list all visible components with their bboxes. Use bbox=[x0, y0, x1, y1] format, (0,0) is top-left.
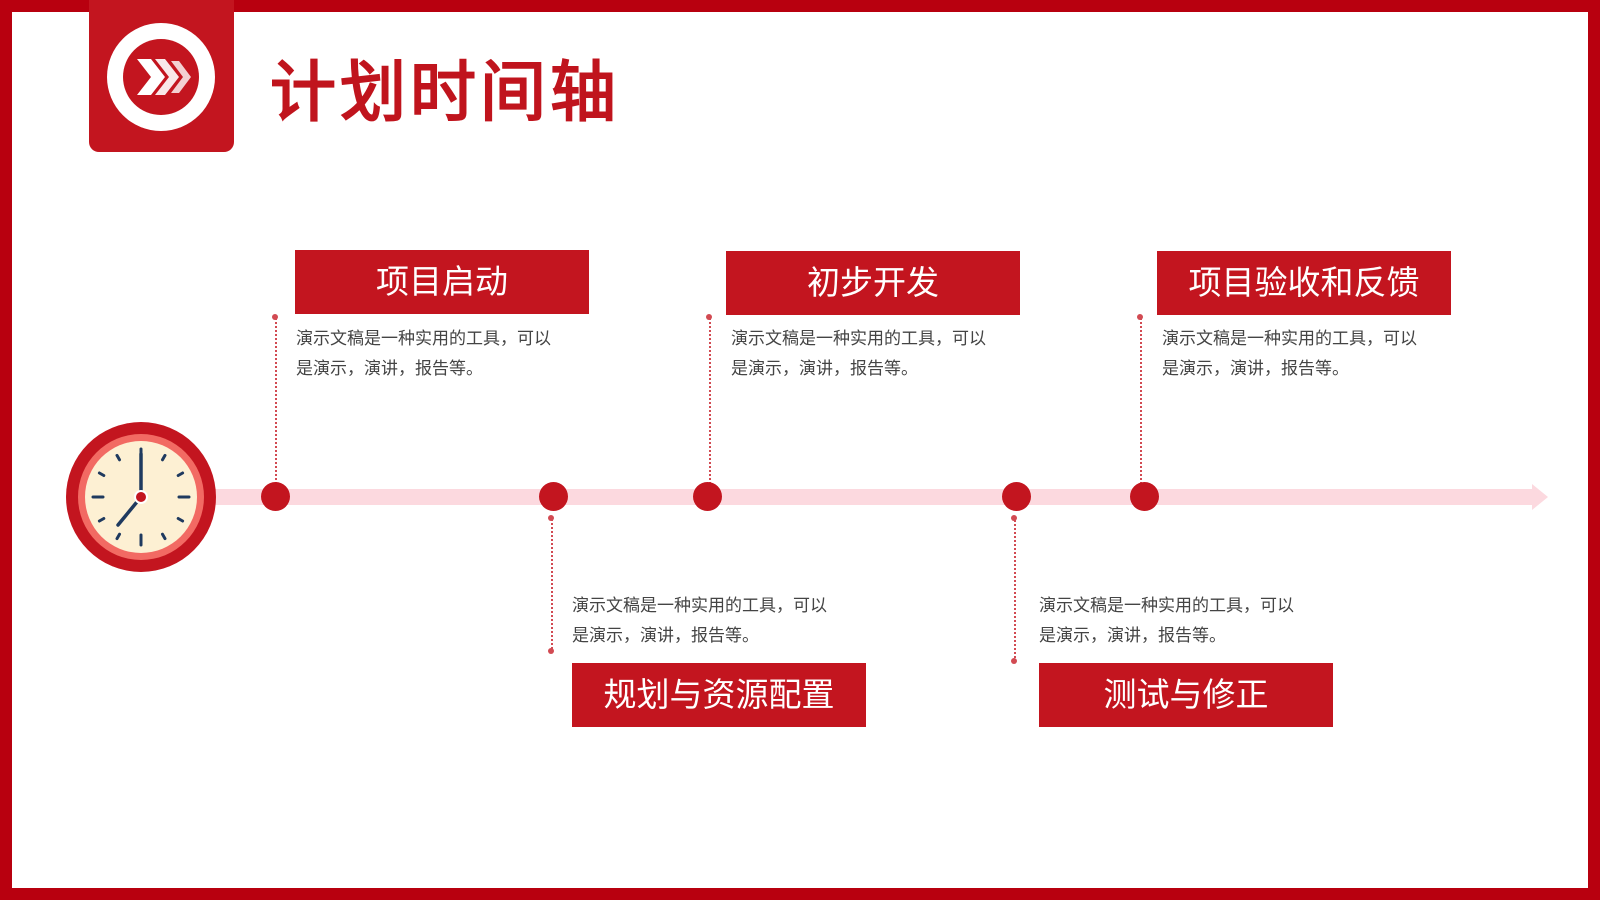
logo-tab bbox=[89, 0, 234, 152]
timeline-node bbox=[693, 482, 722, 511]
connector-line bbox=[275, 318, 277, 488]
milestone-label: 项目验收和反馈 bbox=[1157, 251, 1451, 315]
milestone-label: 规划与资源配置 bbox=[572, 663, 866, 727]
connector-line bbox=[1014, 516, 1016, 662]
milestone-description: 演示文稿是一种实用的工具，可以 是演示，演讲，报告等。 bbox=[731, 329, 986, 379]
clock-icon bbox=[66, 422, 216, 572]
connector-dot bbox=[1011, 515, 1017, 521]
connector-dot bbox=[706, 314, 712, 320]
milestone-description: 演示文稿是一种实用的工具，可以 是演示，演讲，报告等。 bbox=[1039, 596, 1294, 646]
connector-line bbox=[709, 318, 711, 488]
connector-dot bbox=[1011, 658, 1017, 664]
connector-dot bbox=[548, 515, 554, 521]
chevron-right-icon bbox=[107, 23, 215, 131]
timeline-node bbox=[261, 482, 290, 511]
milestone-label: 初步开发 bbox=[726, 251, 1020, 315]
milestone-description: 演示文稿是一种实用的工具，可以 是演示，演讲，报告等。 bbox=[296, 329, 551, 379]
milestone-label: 项目启动 bbox=[295, 250, 589, 314]
timeline-arrow-icon bbox=[1532, 484, 1548, 510]
connector-dot bbox=[548, 648, 554, 654]
connector-dot bbox=[1137, 314, 1143, 320]
milestone-description: 演示文稿是一种实用的工具，可以 是演示，演讲，报告等。 bbox=[572, 596, 827, 646]
timeline-node bbox=[1002, 482, 1031, 511]
timeline-node bbox=[1130, 482, 1159, 511]
timeline-bar bbox=[210, 489, 1532, 505]
milestone-label: 测试与修正 bbox=[1039, 663, 1333, 727]
timeline-node bbox=[539, 482, 568, 511]
connector-line bbox=[551, 516, 553, 652]
page-title: 计划时间轴 bbox=[270, 54, 620, 131]
connector-dot bbox=[272, 314, 278, 320]
connector-line bbox=[1140, 318, 1142, 488]
milestone-description: 演示文稿是一种实用的工具，可以 是演示，演讲，报告等。 bbox=[1162, 329, 1417, 379]
